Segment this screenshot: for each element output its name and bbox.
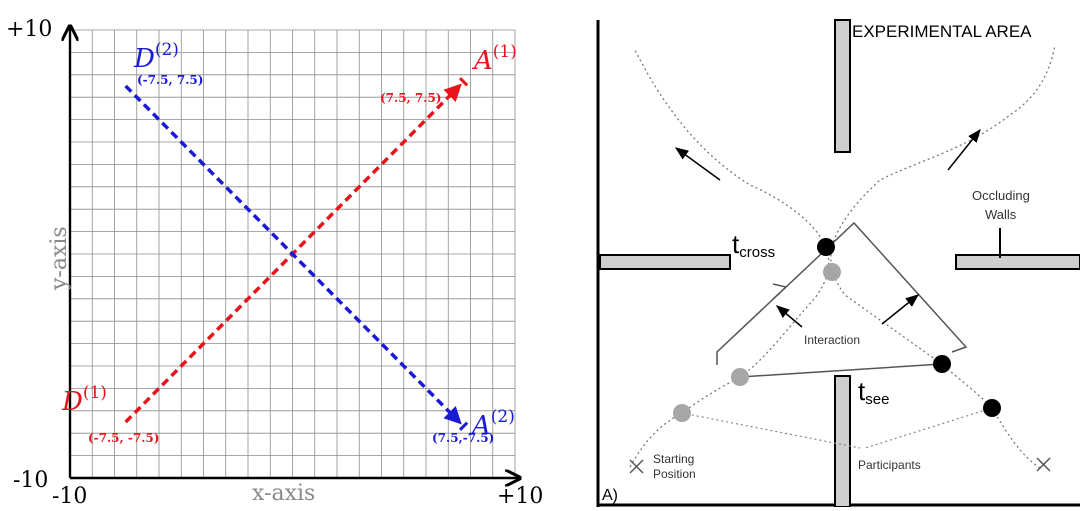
start-cross-left-icon	[629, 459, 644, 474]
point-d2-coords: (-7.5, 7.5)	[137, 73, 203, 87]
wall-top	[834, 19, 851, 153]
wall-bottom	[834, 375, 851, 508]
interaction-arrow-right-icon	[881, 294, 920, 325]
sight-line	[739, 363, 943, 378]
point-a1-coords: (7.5, 7.5)	[380, 91, 441, 105]
participant-light-see	[731, 368, 749, 386]
y-axis-title: y-axis	[47, 226, 72, 291]
starting-position-label-line2: Position	[653, 467, 696, 481]
panel-label: A)	[602, 487, 618, 504]
starting-position-label-line1: Starting	[653, 452, 694, 466]
exit-arrow-left-icon	[674, 147, 721, 181]
occluding-walls-label-line1: Occluding	[972, 188, 1030, 203]
participant-light-cross	[823, 263, 841, 281]
x-min-label: -10	[52, 484, 87, 507]
interaction-inner-left	[771, 283, 788, 301]
path-2-goal-marker	[458, 421, 469, 431]
start-cross-right-icon	[1036, 457, 1051, 472]
participant-dark-see	[933, 355, 951, 373]
path-1-goal-marker	[458, 77, 469, 87]
experimental-area-panel: EXPERIMENTAL AREA A) tcross tsee Occludi…	[590, 0, 1080, 508]
grid	[70, 29, 516, 478]
area-title: EXPERIMENTAL AREA	[852, 22, 1032, 41]
coordinate-plot-panel: +10 -10 -10 +10 x-axis y-axis D(1) (-7.5…	[6, 17, 543, 509]
path-2-trajectory	[124, 84, 462, 425]
y-min-label: -10	[13, 468, 48, 493]
t-see-label: tsee	[858, 376, 889, 408]
point-a2-label: A(2)	[470, 407, 515, 441]
exit-arrow-right-icon	[947, 128, 981, 171]
point-d1-coords: (-7.5, -7.5)	[88, 431, 159, 445]
experimental-area-diagram: EXPERIMENTAL AREA A) tcross tsee Occludi…	[596, 19, 1080, 508]
occluding-walls-label-line2: Walls	[985, 207, 1017, 222]
participant-light-start	[673, 404, 691, 422]
y-max-label: +10	[6, 17, 52, 42]
participant-dark-cross	[817, 238, 835, 256]
t-cross-label: tcross	[732, 229, 775, 261]
participants-pointer-right	[864, 407, 993, 449]
point-d2-label: D(2)	[133, 40, 179, 74]
participants-label: Participants	[858, 458, 921, 472]
wall-left	[599, 254, 731, 270]
participants-pointer-left	[681, 412, 861, 449]
interaction-region	[716, 221, 968, 365]
interaction-arrow-left-icon	[775, 305, 803, 328]
point-a1-label: A(1)	[472, 42, 517, 76]
point-d1-label: D(1)	[61, 383, 107, 417]
paths	[124, 77, 469, 431]
x-max-label: +10	[497, 484, 543, 507]
wall-right	[955, 254, 1080, 270]
coordinate-plot: +10 -10 -10 +10 x-axis y-axis D(1) (-7.5…	[6, 17, 543, 509]
trajectory-left	[629, 49, 830, 468]
interaction-label: Interaction	[804, 333, 860, 347]
x-axis-title: x-axis	[252, 481, 315, 506]
participant-dark-start	[983, 399, 1001, 417]
point-a2-coords: (7.5,-7.5)	[432, 431, 494, 445]
